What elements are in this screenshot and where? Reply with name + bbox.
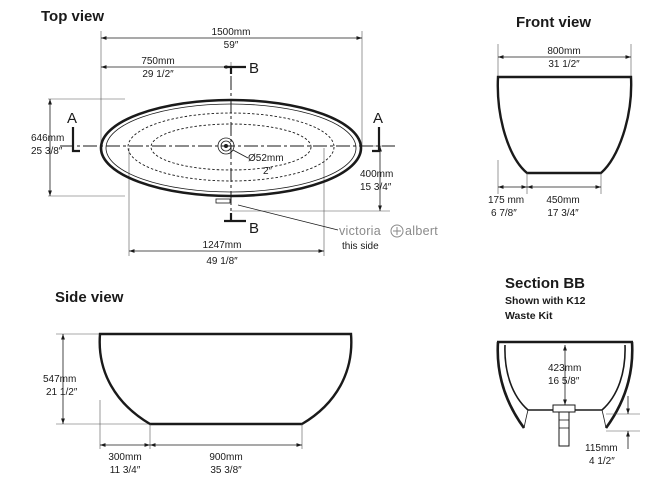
waste-flange <box>552 404 576 413</box>
overflow-slot <box>215 198 231 204</box>
dim-front-foot-offset-in: 6 7/8″ <box>491 208 517 219</box>
dim-offset-mm: 400mm <box>360 169 393 180</box>
front-tub-body <box>496 75 633 175</box>
side-tub-body <box>98 332 353 426</box>
dim-half-length-in: 29 1/2″ <box>142 69 174 80</box>
dim-inner-length-mm: 1247mm <box>203 240 242 251</box>
dim-front-foot-offset-mm: 175 mm <box>488 195 524 206</box>
dim-half-length-mm: 750mm <box>141 56 174 67</box>
dim-front-width-mm: 800mm <box>547 46 580 57</box>
section-label-b-top: B <box>249 60 259 77</box>
dim-front-base-mm: 450mm <box>546 195 579 206</box>
section-note-line-1: Shown with K12 <box>505 295 586 307</box>
section-label-b-bottom: B <box>249 220 259 237</box>
dim-waste-height-in: 4 1/2″ <box>589 456 615 467</box>
dim-side-foot-offset-in: 11 3/4″ <box>110 465 141 476</box>
dim-section-depth-mm: 423mm <box>548 363 581 374</box>
side-view-title: Side view <box>55 289 124 306</box>
dim-waste-height-mm: 115mm <box>585 443 618 454</box>
waste-pipe <box>558 411 570 447</box>
dim-side-foot-offset-mm: 300mm <box>108 452 141 463</box>
dim-overall-length-mm: 1500mm <box>212 27 251 38</box>
front-view: Front view 800mm 31 1/2″ 175 mm 6 7/8″ 4… <box>488 14 633 219</box>
dim-waste-dia-in: 2″ <box>263 166 273 177</box>
dim-overall-length-in: 59″ <box>224 40 239 51</box>
front-view-title: Front view <box>516 14 591 31</box>
dim-offset-in: 15 3/4″ <box>360 182 392 193</box>
top-view: Top view 1500mm 59″ 750mm 29 1/2″ 646mm … <box>31 8 438 267</box>
dim-section-depth-in: 16 5/8″ <box>548 376 580 387</box>
top-view-title: Top view <box>41 8 104 25</box>
dim-side-height-in: 21 1/2″ <box>46 387 78 398</box>
waste-outlet-inner <box>220 140 232 152</box>
section-label-a-left: A <box>67 110 77 127</box>
waste-leader <box>232 149 249 159</box>
waste-outlet-centre <box>224 144 228 148</box>
brand-side-note: this side <box>342 241 379 252</box>
section-marker-b-bottom <box>224 213 246 223</box>
dim-side-base-in: 35 3/8″ <box>210 465 242 476</box>
waste-outlet <box>217 137 235 155</box>
dim-width-mm: 646mm <box>31 133 64 144</box>
section-label-a-right: A <box>373 110 383 127</box>
section-shell-left <box>496 341 526 429</box>
brand-name-left: victoria <box>339 224 381 238</box>
dim-front-width-in: 31 1/2″ <box>548 59 580 70</box>
dim-side-height-mm: 547mm <box>43 374 76 385</box>
section-foot-left <box>523 409 529 429</box>
dim-width-in: 25 3/8″ <box>31 146 63 157</box>
dim-side-base-mm: 900mm <box>209 452 242 463</box>
dim-inner-length-in: 49 1/8″ <box>206 256 238 267</box>
section-shell-right <box>604 341 634 429</box>
dim-waste-dia-mm: Ø52mm <box>248 153 284 164</box>
dim-front-base-in: 17 3/4″ <box>547 208 579 219</box>
brand-name-right: albert <box>405 224 438 238</box>
section-bb-view: Section BB Shown with K12 Waste Kit 423m… <box>496 275 640 467</box>
section-marker-a-left <box>71 127 80 153</box>
section-marker-b-top <box>224 65 246 74</box>
brand-plus-icon <box>390 224 404 238</box>
section-foot-right <box>601 409 607 429</box>
side-view: Side view 547mm 21 1/2″ 300mm 11 3/4″ 90… <box>43 289 353 476</box>
section-marker-a-right <box>372 127 381 153</box>
section-note-line-2: Waste Kit <box>505 310 553 322</box>
brand-leader <box>237 204 339 231</box>
section-view-title: Section BB <box>505 275 585 292</box>
